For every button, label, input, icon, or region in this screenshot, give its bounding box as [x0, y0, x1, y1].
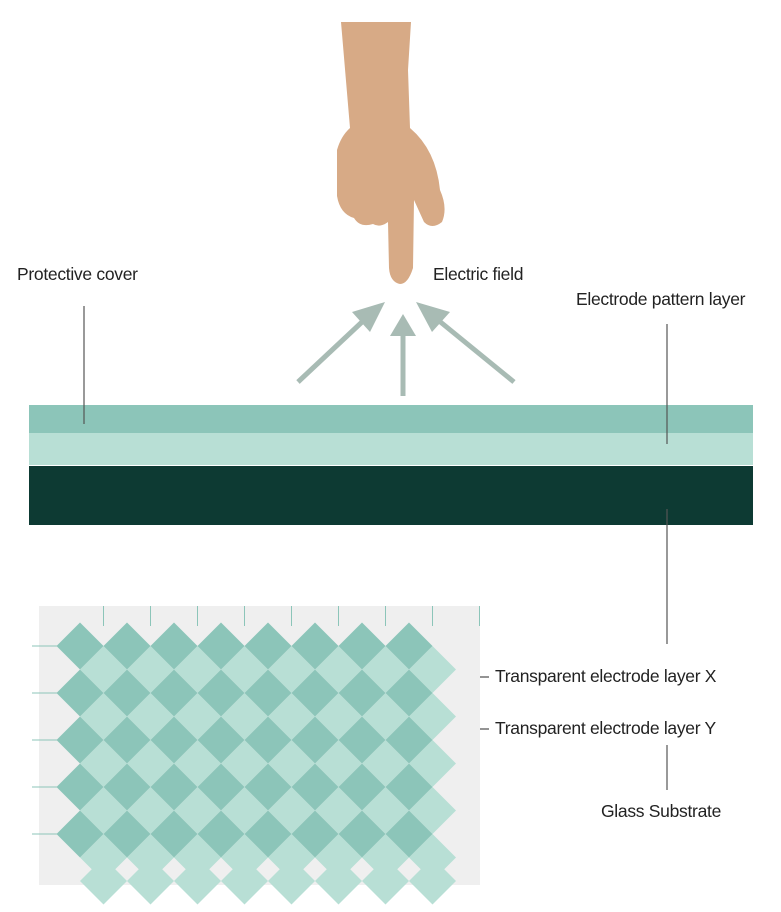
diamond-layer-x	[56, 810, 104, 858]
diamond-layer-x	[244, 716, 292, 764]
label-transparent-electrode-x: Transparent electrode layer X	[495, 666, 717, 686]
electric-field-arrows	[296, 302, 516, 396]
diamond-layer-x	[197, 716, 245, 764]
diamond-layer-y	[127, 857, 174, 905]
diamond-layer-x	[150, 810, 198, 858]
diamond-layer-x	[291, 622, 339, 670]
diamond-layer-x	[338, 669, 386, 717]
diamond-layer-x	[197, 810, 245, 858]
diamond-layer-x	[244, 763, 292, 811]
diamond-layer-x	[150, 763, 198, 811]
diamond-layer-x	[385, 622, 433, 670]
diamond-layer-x	[385, 810, 433, 858]
diamond-layer-x	[56, 622, 104, 670]
electrode-grid	[32, 606, 480, 905]
diamond-layer-x	[150, 622, 198, 670]
diamond-layer-x	[150, 669, 198, 717]
diamond-layer-y	[221, 857, 268, 905]
diamond-layer-x	[103, 669, 151, 717]
diamond-layer-x	[197, 669, 245, 717]
diamond-layer-x	[103, 622, 151, 670]
diamond-layer-y	[362, 857, 409, 905]
diamond-layer-y	[80, 857, 127, 905]
diamond-layer-x	[150, 716, 198, 764]
electric-field-arrow-left	[296, 320, 364, 384]
diamond-layer-x	[385, 716, 433, 764]
diamond-layer-x	[338, 810, 386, 858]
diamond-layer-x	[291, 810, 339, 858]
diamond-layer-x	[56, 716, 104, 764]
diamond-layer-x	[103, 716, 151, 764]
diamond-layer-y	[268, 857, 315, 905]
diamond-layer-x	[338, 622, 386, 670]
diamond-layer-x	[291, 763, 339, 811]
diamond-layer-x	[385, 669, 433, 717]
electrode-pattern-layer	[29, 433, 753, 465]
label-electric-field: Electric field	[433, 264, 524, 284]
diamond-layer-y	[174, 857, 221, 905]
diamond-layer-x	[244, 810, 292, 858]
diamond-layer-x	[244, 669, 292, 717]
label-electrode-pattern-layer: Electrode pattern layer	[576, 289, 746, 309]
pointing-hand-icon	[337, 22, 445, 284]
glass-substrate-layer	[29, 466, 753, 525]
electric-field-arrow-left-head	[352, 302, 385, 332]
diamond-layer-x	[56, 669, 104, 717]
label-transparent-electrode-y: Transparent electrode layer Y	[495, 718, 716, 738]
electric-field-arrow-center-head	[390, 314, 416, 336]
diamond-layer-x	[197, 622, 245, 670]
diamond-layer-x	[103, 763, 151, 811]
diamond-layer-x	[338, 716, 386, 764]
electric-field-arrow-right-head	[416, 302, 450, 332]
electric-field-arrow-right	[436, 318, 516, 384]
diamond-layer-y	[409, 857, 456, 905]
diamond-layer-x	[244, 622, 292, 670]
diamond-layer-x	[197, 763, 245, 811]
label-glass-substrate: Glass Substrate	[601, 801, 721, 821]
label-protective-cover: Protective cover	[17, 264, 138, 284]
diamond-layer-y	[315, 857, 362, 905]
diamond-layer-x	[56, 763, 104, 811]
protective-cover-layer	[29, 405, 753, 433]
diamond-layer-x	[338, 763, 386, 811]
diamond-layer-x	[385, 763, 433, 811]
diamond-layer-x	[291, 716, 339, 764]
diamond-layer-x	[103, 810, 151, 858]
diamond-layer-x	[291, 669, 339, 717]
